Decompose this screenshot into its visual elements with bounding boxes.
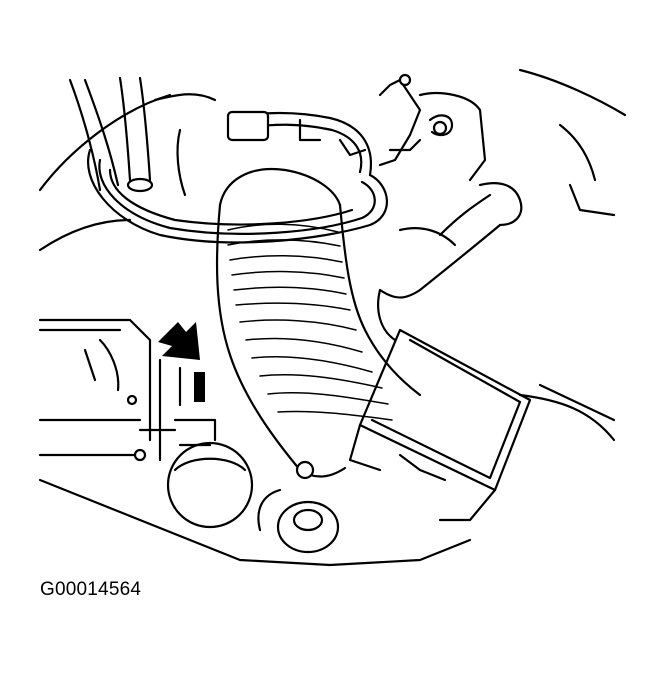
lower-components bbox=[83, 338, 340, 554]
air-intake-hose bbox=[215, 167, 422, 480]
air-cleaner-box bbox=[348, 328, 532, 522]
throttle-body-bracket bbox=[378, 73, 487, 182]
right-pipe bbox=[377, 182, 523, 342]
upper-hoses bbox=[68, 76, 217, 197]
wiring-harness bbox=[87, 110, 388, 244]
component-marker-icon bbox=[178, 366, 205, 407]
body-outlines bbox=[38, 68, 627, 567]
arrow-pointer-icon bbox=[158, 322, 200, 360]
figure-id-label: G00014564 bbox=[40, 579, 142, 600]
